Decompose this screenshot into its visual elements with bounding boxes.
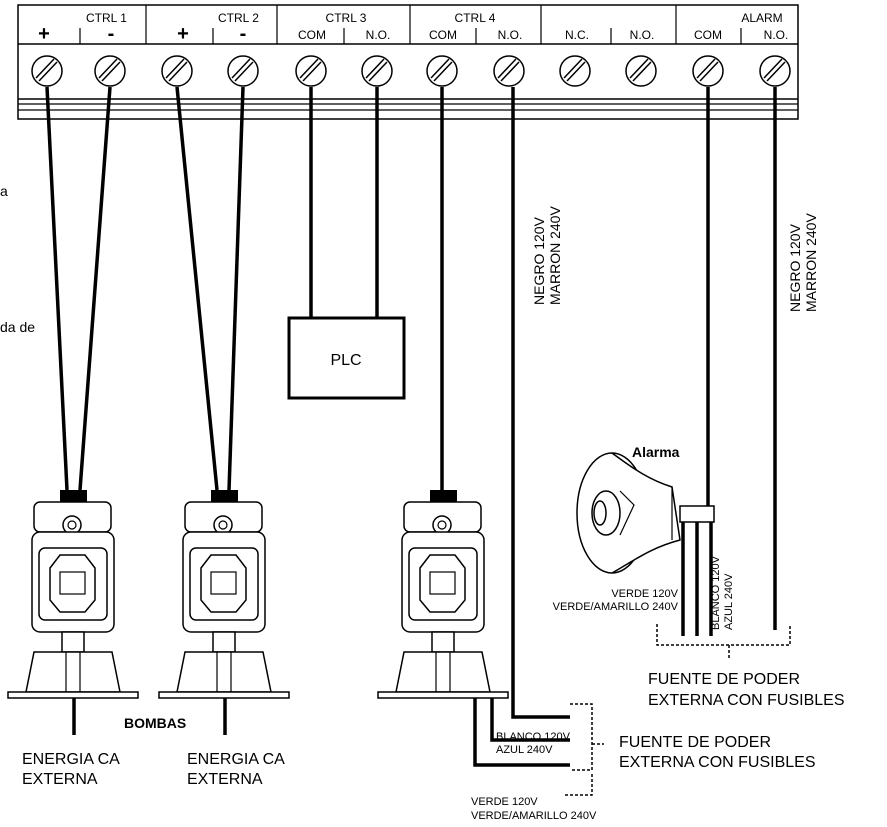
pump-3-icon — [377, 490, 509, 699]
svg-text:MARRON 240V: MARRON 240V — [803, 213, 819, 312]
terminal-block: CTRL 1 + - CTRL 2 + - CTRL 3 COM N.O. CT… — [17, 4, 799, 120]
alarm-blanco-label: BLANCO 120V AZUL 240V — [710, 555, 735, 630]
screw-icon — [94, 55, 126, 87]
svg-text:NEGRO 120V: NEGRO 120V — [787, 223, 803, 312]
alarm-wire-label: NEGRO 120V MARRON 240V — [787, 213, 819, 312]
screw-terminals — [31, 55, 791, 87]
pump3-verde-line1: VERDE 120V — [471, 796, 538, 808]
alarm-fuse-line2: EXTERNA CON FUSIBLES — [648, 692, 845, 709]
alarm-verde-line2: VERDE/AMARILLO 240V — [553, 601, 679, 613]
ctrl4-label: CTRL 4 — [455, 11, 496, 25]
ctrl3-no-label: N.O. — [366, 28, 391, 42]
pump3-blanco-line2: AZUL 240V — [496, 744, 553, 756]
plc-box: PLC — [287, 316, 406, 400]
energy-1-line2: EXTERNA — [22, 771, 98, 788]
ctrl2-minus-label: - — [240, 23, 247, 45]
ctrl2-plus-label: + — [177, 23, 189, 45]
ctrl2-label: CTRL 2 — [218, 11, 259, 25]
screw-icon — [295, 55, 327, 87]
alarm-verde-line1: VERDE 120V — [611, 588, 678, 600]
pump3-verde-line2: VERDE/AMARILLO 240V — [471, 810, 597, 822]
pump3-fuse-line1: FUENTE DE PODER — [619, 734, 771, 751]
ctrl4-wire-label: NEGRO 120V MARRON 240V — [531, 206, 563, 305]
energy-2-line1: ENERGIA CA — [187, 751, 285, 768]
nc-label: N.C. — [565, 28, 589, 42]
left-fragment-1: a — [0, 183, 8, 199]
ctrl1-minus-label: - — [108, 23, 115, 45]
screw-icon — [759, 55, 791, 87]
ctrl1-label: CTRL 1 — [86, 11, 127, 25]
screw-icon — [161, 55, 193, 87]
svg-text:MARRON 240V: MARRON 240V — [547, 206, 563, 305]
plc-label: PLC — [330, 352, 361, 369]
pump3-fuse-line2: EXTERNA CON FUSIBLES — [619, 754, 816, 771]
pumps-label: BOMBAS — [124, 715, 186, 731]
alarm-label: Alarma — [632, 444, 680, 460]
screw-icon — [559, 55, 591, 87]
alarm-com-label: COM — [694, 28, 722, 42]
screw-icon — [625, 55, 657, 87]
screw-icon — [493, 55, 525, 87]
alarm-fuse-line1: FUENTE DE PODER — [648, 671, 800, 688]
wires — [45, 86, 777, 767]
ctrl4-no-label: N.O. — [498, 28, 523, 42]
screw-icon — [692, 55, 724, 87]
energy-1-line1: ENERGIA CA — [22, 751, 120, 768]
screw-icon — [227, 55, 259, 87]
svg-text:NEGRO 120V: NEGRO 120V — [531, 216, 547, 305]
svg-text:AZUL 240V: AZUL 240V — [723, 573, 735, 630]
fuse-box-alarm — [656, 624, 791, 660]
energy-2-line2: EXTERNA — [187, 771, 263, 788]
alarm-terminal-label: ALARM — [741, 11, 782, 25]
left-fragment-2: da de — [0, 319, 35, 335]
ctrl3-label: CTRL 3 — [326, 11, 367, 25]
ctrl1-plus-label: + — [38, 23, 50, 45]
screw-icon — [361, 55, 393, 87]
ctrl3-com-label: COM — [298, 28, 326, 42]
pump3-blanco-line1: BLANCO 120V — [496, 731, 571, 743]
screw-icon — [31, 55, 63, 87]
svg-text:BLANCO 120V: BLANCO 120V — [710, 555, 722, 630]
alarm-no-label: N.O. — [764, 28, 789, 42]
screw-icon — [426, 55, 458, 87]
pump-2-icon — [158, 490, 290, 699]
fuse-box-pump3 — [565, 703, 604, 796]
pump-1-icon — [7, 490, 139, 699]
no-label: N.O. — [630, 28, 655, 42]
ctrl4-com-label: COM — [429, 28, 457, 42]
alarm-horn-icon — [576, 452, 715, 574]
